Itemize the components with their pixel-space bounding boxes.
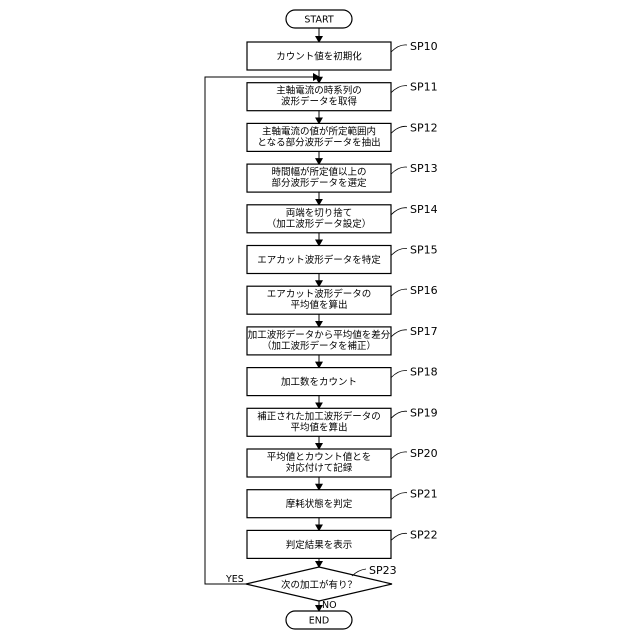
process-step: 主軸電流の値が所定範囲内となる部分波形データを抽出 SP12 — [247, 121, 438, 164]
step-leader — [391, 45, 407, 52]
step-label: SP15 — [410, 244, 438, 257]
process-step: 時間幅が所定値以上の部分波形データを選定 SP13 — [247, 162, 438, 205]
process-text: 両端を切り捨て — [286, 207, 353, 219]
yes-label: YES — [225, 574, 244, 585]
step-leader — [391, 452, 407, 459]
step-label: SP13 — [410, 162, 438, 175]
step-leader — [391, 167, 407, 174]
step-leader — [391, 289, 407, 296]
decision-step-label: SP23 — [369, 564, 397, 577]
step-label: SP16 — [410, 284, 438, 297]
process-text: 判定結果を表示 — [286, 539, 353, 551]
process-text: となる部分波形データを抽出 — [257, 136, 380, 148]
process-text: 平均値とカウント値とを — [267, 451, 372, 463]
process-step: エアカット波形データを特定 SP15 — [247, 244, 438, 287]
process-step: 判定結果を表示 SP22 — [247, 528, 438, 567]
process-text: 平均値を算出 — [290, 421, 347, 433]
process-step: 加工数をカウント SP18 — [247, 366, 438, 409]
process-text: 部分波形データを選定 — [271, 177, 367, 189]
step-leader — [391, 330, 407, 337]
process-text: エアカット波形データの — [267, 288, 372, 300]
step-label: SP17 — [410, 325, 438, 338]
step-label: SP14 — [410, 203, 438, 216]
process-step: 補正された加工波形データの平均値を算出 SP19 — [247, 406, 438, 449]
step-leader — [391, 411, 407, 418]
process-text: 主軸電流の値が所定範囲内 — [262, 125, 376, 137]
process-text: （加工波形データを補正） — [262, 340, 376, 352]
step-label: SP19 — [410, 406, 438, 419]
process-steps: カウント値を初期化 SP10 主軸電流の時系列の波形データを取得 SP11 主軸電流の値… — [247, 28, 438, 567]
process-step: 主軸電流の時系列の波形データを取得 SP11 — [247, 81, 438, 124]
step-leader — [391, 208, 407, 215]
step-leader — [391, 370, 407, 377]
process-text: 平均値を算出 — [290, 299, 347, 311]
process-step: エアカット波形データの平均値を算出 SP16 — [247, 284, 438, 327]
process-step: 両端を切り捨て（加工波形データ設定） SP14 — [247, 203, 438, 246]
step-leader — [391, 533, 407, 540]
process-step: 摩耗状態を判定 SP21 — [247, 488, 438, 531]
step-label: SP12 — [410, 121, 438, 134]
step-leader — [391, 248, 407, 255]
process-text: 対応付けて記録 — [286, 462, 353, 474]
process-text: 加工波形データから平均値を差分 — [248, 329, 391, 341]
process-text: 時間幅が所定値以上の — [271, 166, 366, 178]
step-label: SP20 — [410, 447, 438, 460]
end-label: END — [309, 616, 329, 627]
process-text: 補正された加工波形データの — [257, 410, 381, 422]
no-label: NO — [322, 600, 337, 611]
step-leader — [391, 493, 407, 500]
process-step: カウント値を初期化 SP10 — [247, 40, 438, 83]
step-leader — [391, 86, 407, 93]
step-label: SP18 — [410, 366, 438, 379]
step-label: SP22 — [410, 528, 438, 541]
decision-text: 次の加工が有り？ — [281, 579, 357, 591]
step-label: SP10 — [410, 40, 438, 53]
process-text: 摩耗状態を判定 — [286, 498, 353, 510]
process-text: 主軸電流の時系列の — [276, 85, 362, 97]
start-label: START — [304, 15, 334, 26]
process-text: 波形データを取得 — [281, 96, 358, 108]
step-label: SP21 — [410, 488, 438, 501]
process-text: 加工数をカウント — [281, 376, 357, 388]
process-text: （加工波形データ設定） — [267, 218, 372, 230]
process-text: カウント値を初期化 — [276, 51, 362, 63]
process-step: 加工波形データから平均値を差分（加工波形データを補正） SP17 — [247, 325, 438, 368]
step-label: SP11 — [410, 81, 438, 94]
process-step: 平均値とカウント値とを対応付けて記録 SP20 — [247, 447, 438, 490]
process-text: エアカット波形データを特定 — [257, 254, 381, 266]
step-leader — [391, 126, 407, 133]
